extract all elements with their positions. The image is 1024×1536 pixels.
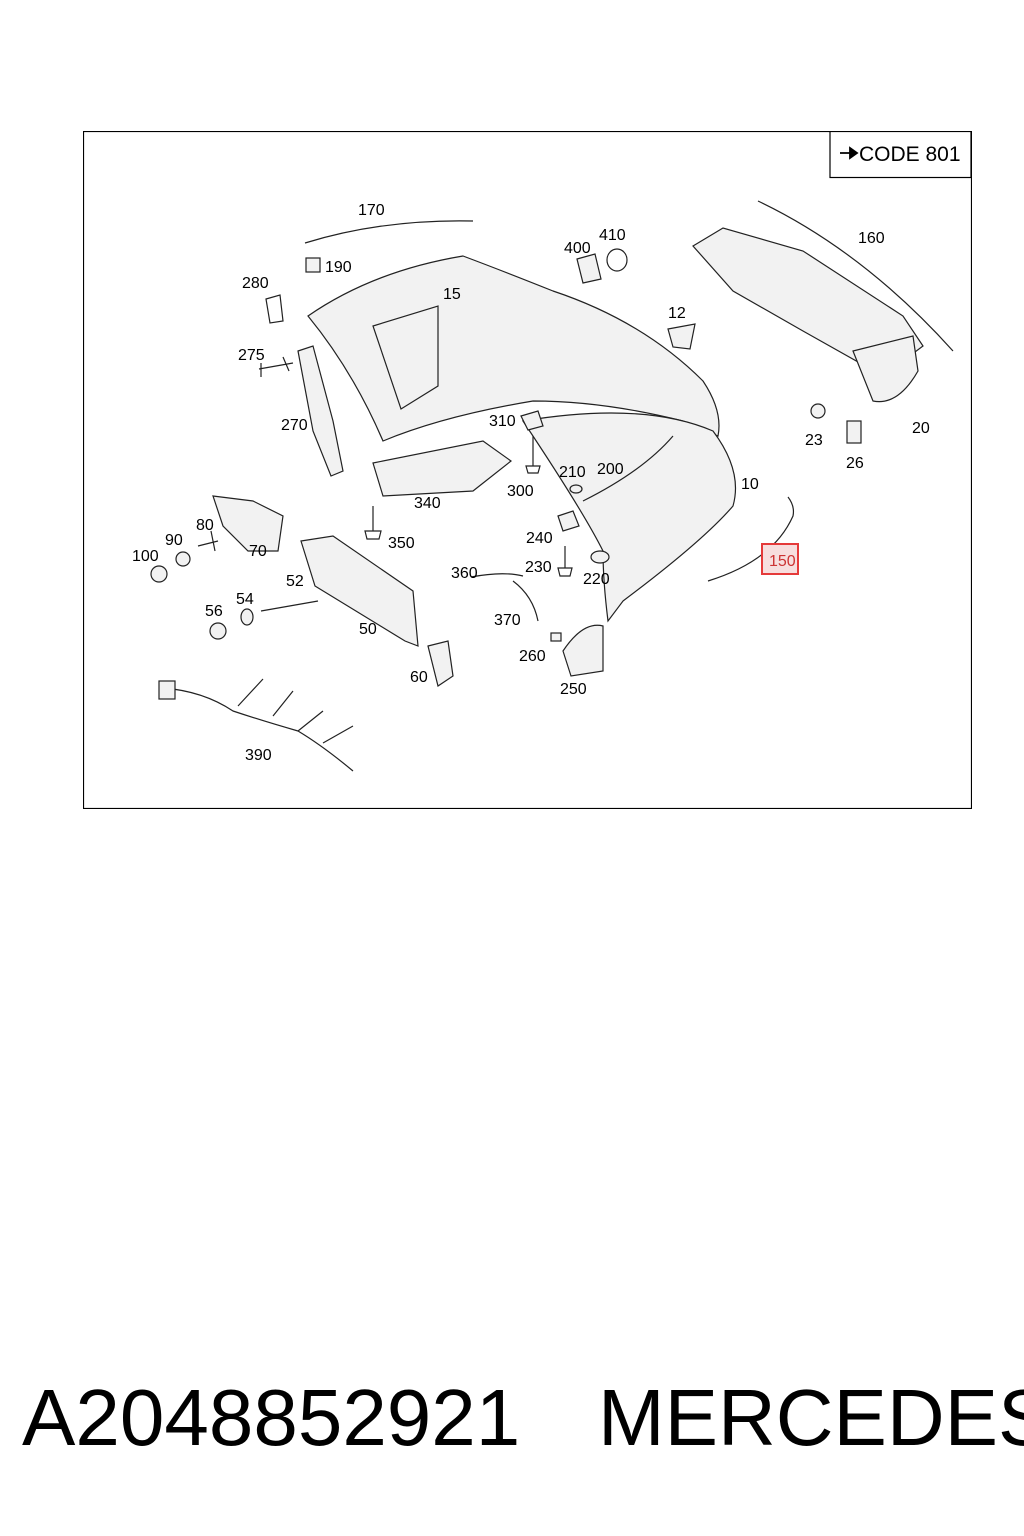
label-210[interactable]: 210: [559, 464, 586, 481]
code-box-label: CODE 801: [859, 143, 961, 166]
screw-230: [557, 546, 573, 577]
part-labels: 170 190 280 15 400 410 160 12 275 270 31…: [132, 202, 930, 764]
diffuser-160: [692, 227, 924, 377]
label-250[interactable]: 250: [560, 681, 587, 698]
label-340[interactable]: 340: [414, 495, 441, 512]
parts-diagram: CODE 801: [83, 131, 972, 809]
label-12[interactable]: 12: [668, 305, 686, 322]
sensor-60: [427, 640, 454, 687]
seal-360: [470, 573, 524, 578]
support-270: [297, 345, 344, 477]
trim-strip-170: [304, 220, 474, 244]
ring-410: [606, 248, 628, 272]
label-370[interactable]: 370: [494, 612, 521, 629]
label-54[interactable]: 54: [236, 591, 254, 608]
bumper-section-15: [307, 255, 720, 442]
label-280[interactable]: 280: [242, 275, 269, 292]
clip-310: [520, 410, 544, 431]
label-310[interactable]: 310: [489, 413, 516, 430]
label-390[interactable]: 390: [245, 747, 272, 764]
label-300[interactable]: 300: [507, 483, 534, 500]
trim-strip-150: [707, 496, 795, 582]
label-150-highlighted[interactable]: 150: [769, 553, 796, 570]
label-160[interactable]: 160: [858, 230, 885, 247]
parts-drawing: [150, 200, 954, 772]
label-410[interactable]: 410: [599, 227, 626, 244]
arrow-icon: [840, 146, 859, 160]
label-70[interactable]: 70: [249, 543, 267, 560]
nut-26: [846, 420, 862, 444]
part-number: A2048852921: [22, 1373, 521, 1462]
label-275[interactable]: 275: [238, 347, 265, 364]
clip-240: [557, 510, 580, 532]
label-270[interactable]: 270: [281, 417, 308, 434]
washer-90: [175, 551, 191, 567]
nut-100: [150, 565, 168, 583]
label-220[interactable]: 220: [583, 571, 610, 588]
label-230[interactable]: 230: [525, 559, 552, 576]
label-240[interactable]: 240: [526, 530, 553, 547]
label-90[interactable]: 90: [165, 532, 183, 549]
stud-52: [260, 600, 319, 612]
label-26[interactable]: 26: [846, 455, 864, 472]
code-box: CODE 801: [829, 131, 972, 179]
highlight-box-150: [761, 543, 799, 575]
bracket-20: [852, 335, 919, 403]
screw-300: [525, 436, 541, 474]
label-15[interactable]: 15: [443, 286, 461, 303]
clip-190: [305, 257, 321, 273]
label-360[interactable]: 360: [451, 565, 478, 582]
label-80[interactable]: 80: [196, 517, 214, 534]
tray-340: [372, 440, 512, 497]
nut-56: [209, 622, 227, 640]
pin-260: [550, 632, 562, 642]
reflector-panel: [372, 305, 439, 410]
cover-250: [562, 624, 604, 677]
harness-390: [162, 678, 354, 772]
bolt-275: [258, 356, 294, 377]
label-170[interactable]: 170: [358, 202, 385, 219]
label-190[interactable]: 190: [325, 259, 352, 276]
label-60[interactable]: 60: [410, 669, 428, 686]
sensor-400: [576, 253, 602, 284]
label-23[interactable]: 23: [805, 432, 823, 449]
label-52[interactable]: 52: [286, 573, 304, 590]
washer-54: [240, 608, 254, 626]
seal-370: [512, 580, 539, 622]
cap-12: [667, 323, 696, 350]
label-56[interactable]: 56: [205, 603, 223, 620]
label-100[interactable]: 100: [132, 548, 159, 565]
bolt-23: [810, 403, 826, 419]
nut-220: [590, 550, 610, 564]
washer-210: [569, 484, 583, 494]
label-260[interactable]: 260: [519, 648, 546, 665]
connector-390: [158, 680, 176, 700]
label-350[interactable]: 350: [388, 535, 415, 552]
label-200[interactable]: 200: [597, 461, 624, 478]
footer: A2048852921 MERCEDES: [0, 1368, 1024, 1468]
strip-200: [582, 435, 674, 502]
pin-80: [197, 530, 219, 552]
bracket-70: [212, 495, 284, 552]
bracket-280: [265, 294, 284, 324]
screw-350: [364, 506, 382, 540]
bumper-main-10: [521, 412, 736, 623]
carrier-50: [300, 535, 419, 647]
diffuser-edge: [757, 200, 954, 352]
label-400[interactable]: 400: [564, 240, 591, 257]
brand-name: MERCEDES: [598, 1373, 1024, 1462]
label-20[interactable]: 20: [912, 420, 930, 437]
label-10[interactable]: 10: [741, 476, 759, 493]
label-50[interactable]: 50: [359, 621, 377, 638]
